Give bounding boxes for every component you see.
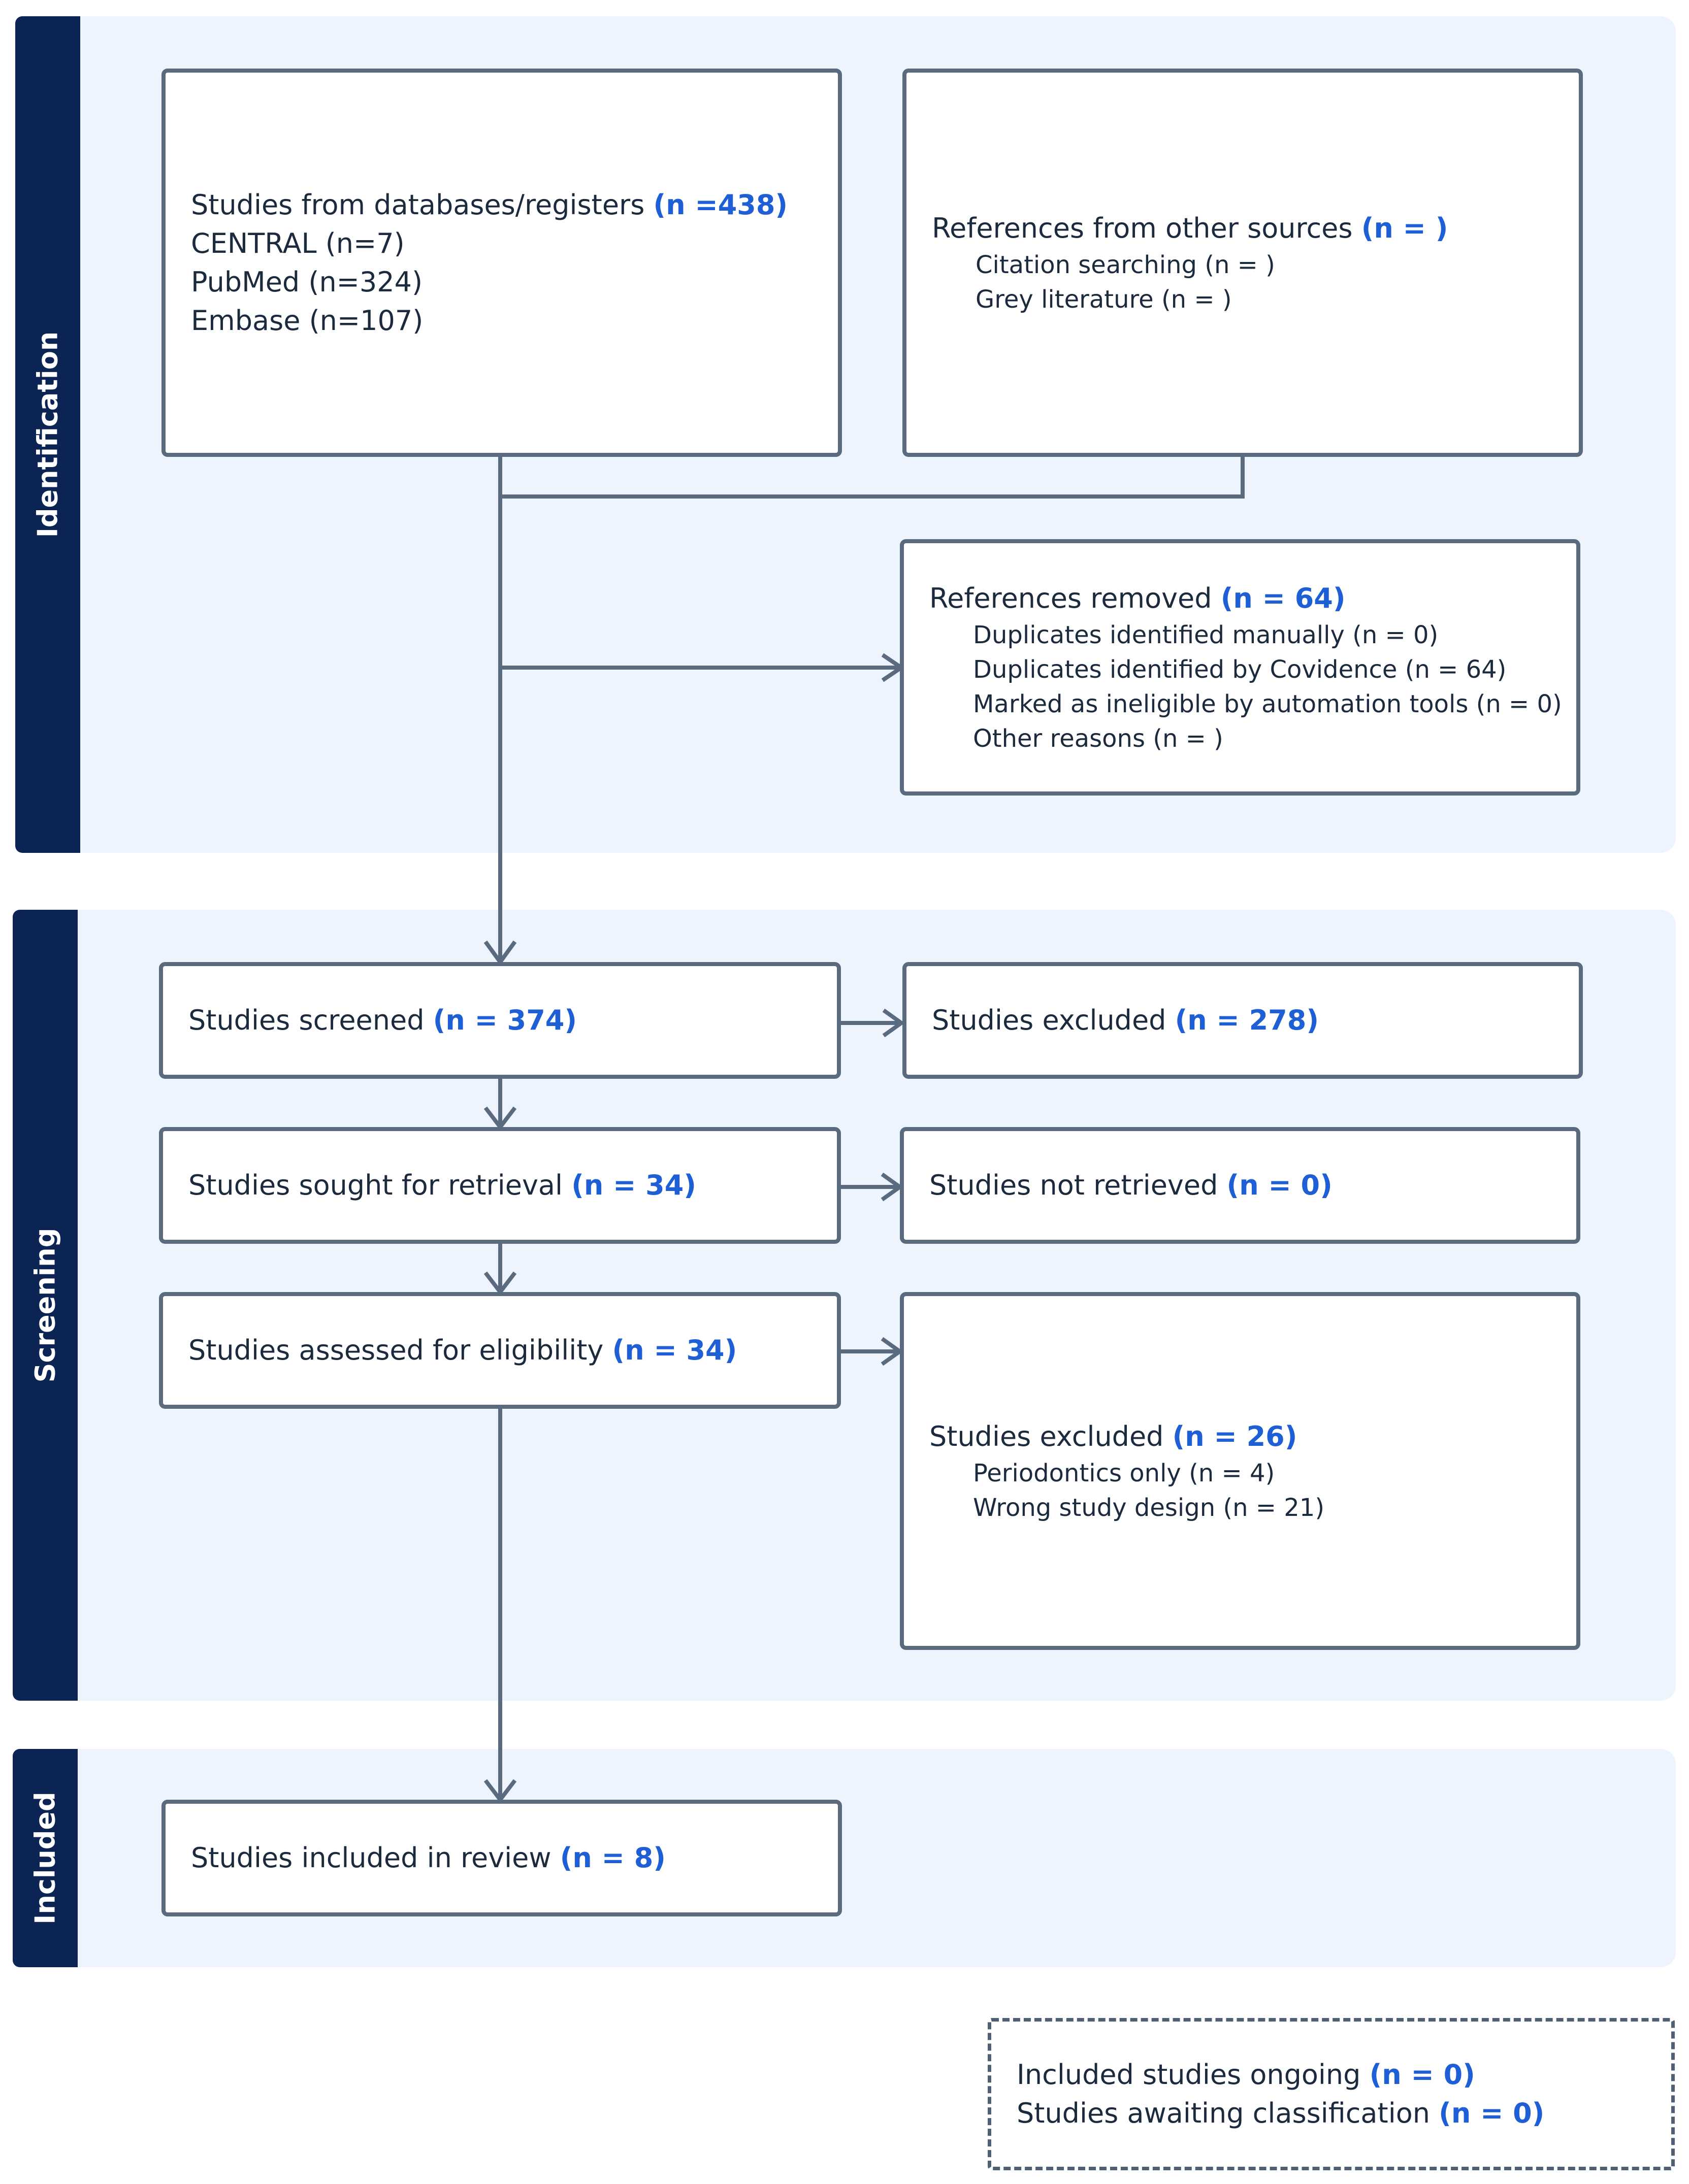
screening-phase-label: Screening — [13, 910, 78, 1701]
screened-title: Studies screened — [188, 1004, 425, 1036]
included-count: (n = 8) — [560, 1842, 666, 1874]
included-phase-label: Included — [13, 1749, 78, 1967]
excluded-full-line-design: Wrong study design (n = 21) — [973, 1493, 1325, 1522]
excluded-full-title: Studies excluded — [929, 1420, 1164, 1452]
other-sources-line-citation: Citation searching (n = ) — [976, 250, 1275, 279]
excluded-screen-title: Studies excluded — [932, 1004, 1166, 1036]
studies-excluded-full-box: Studies excluded (n = 26) Periodontics o… — [900, 1292, 1580, 1650]
excluded-full-line-periodontics: Periodontics only (n = 4) — [973, 1459, 1275, 1487]
other-sources-count: (n = ) — [1361, 212, 1448, 244]
ongoing-awaiting-box: Included studies ongoing (n = 0) Studies… — [988, 2018, 1675, 2170]
excluded-full-count: (n = 26) — [1172, 1420, 1297, 1452]
studies-excluded-screen-box: Studies excluded (n = 278) — [902, 962, 1583, 1079]
studies-assessed-box: Studies assessed for eligibility (n = 34… — [159, 1292, 841, 1409]
not-retrieved-count: (n = 0) — [1226, 1169, 1333, 1201]
studies-sought-box: Studies sought for retrieval (n = 34) — [159, 1127, 841, 1244]
databases-title: Studies from databases/registers — [191, 188, 645, 221]
removed-line-covidence: Duplicates identified by Covidence (n = … — [973, 655, 1507, 684]
removed-title: References removed — [929, 582, 1212, 614]
databases-line-central: CENTRAL (n=7) — [191, 227, 405, 259]
assessed-count: (n = 34) — [612, 1334, 737, 1366]
not-retrieved-title: Studies not retrieved — [929, 1169, 1218, 1201]
databases-line-pubmed: PubMed (n=324) — [191, 266, 423, 298]
studies-included-box: Studies included in review (n = 8) — [161, 1800, 842, 1916]
assessed-title: Studies assessed for eligibility — [188, 1334, 604, 1366]
excluded-screen-count: (n = 278) — [1175, 1004, 1319, 1036]
sought-title: Studies sought for retrieval — [188, 1169, 563, 1201]
other-sources-title: References from other sources — [932, 212, 1353, 244]
included-title: Studies included in review — [191, 1842, 551, 1874]
removed-line-other: Other reasons (n = ) — [973, 724, 1223, 753]
removed-count: (n = 64) — [1220, 582, 1346, 614]
ongoing-title: Included studies ongoing — [1017, 2059, 1361, 2091]
ongoing-count: (n = 0) — [1369, 2059, 1475, 2091]
screened-count: (n = 374) — [433, 1004, 577, 1036]
awaiting-count: (n = 0) — [1439, 2097, 1545, 2129]
other-sources-line-grey: Grey literature (n = ) — [976, 285, 1232, 314]
references-removed-box: References removed (n = 64) Duplicates i… — [900, 539, 1580, 796]
identification-phase-label: Identification — [15, 16, 80, 853]
studies-screened-box: Studies screened (n = 374) — [159, 962, 841, 1079]
databases-line-embase: Embase (n=107) — [191, 304, 424, 337]
databases-count: (n =438) — [653, 188, 788, 221]
databases-box: Studies from databases/registers (n =438… — [161, 69, 842, 457]
removed-line-automation: Marked as ineligible by automation tools… — [973, 689, 1562, 718]
awaiting-title: Studies awaiting classification — [1017, 2097, 1430, 2129]
merge-connector — [500, 456, 1245, 499]
other-sources-box: References from other sources (n = ) Cit… — [902, 69, 1583, 457]
studies-not-retrieved-box: Studies not retrieved (n = 0) — [900, 1127, 1580, 1244]
removed-line-manual: Duplicates identified manually (n = 0) — [973, 620, 1439, 649]
sought-count: (n = 34) — [571, 1169, 696, 1201]
